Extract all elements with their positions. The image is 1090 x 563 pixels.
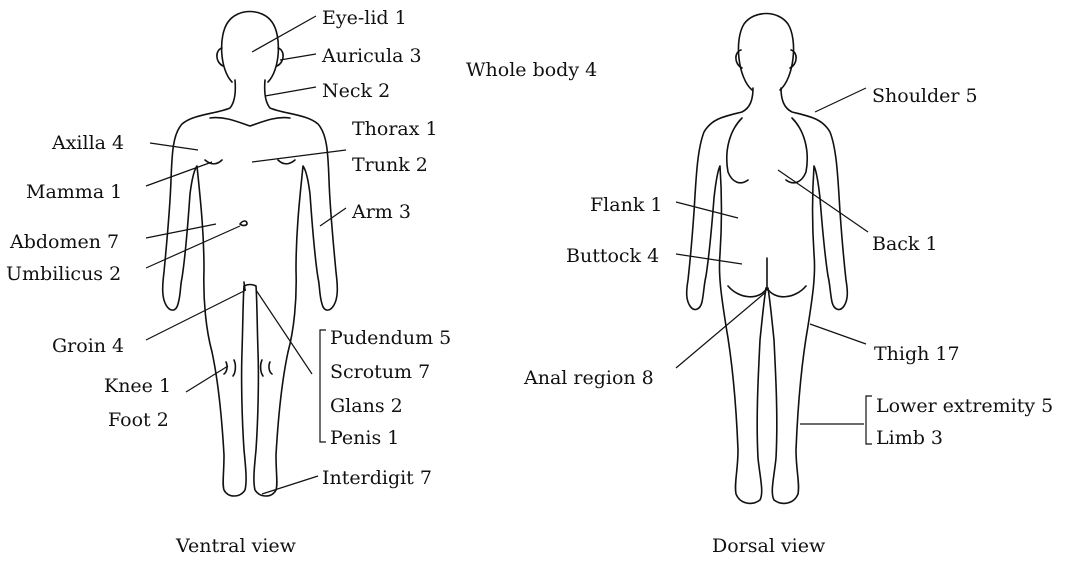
leader-groin <box>146 290 246 340</box>
label-limb: Limb 3 <box>876 427 943 449</box>
ventral-knee-right <box>261 360 272 376</box>
ventral-nipple-right <box>278 160 295 164</box>
leader-lines <box>146 16 872 494</box>
label-arm: Arm 3 <box>351 201 411 223</box>
label-foot: Foot 2 <box>108 409 169 431</box>
dorsal-scapula-right <box>786 118 807 183</box>
ventral-head-outline <box>222 12 279 83</box>
label-knee: Knee 1 <box>104 375 171 397</box>
ventral-body-right-outline <box>244 80 337 496</box>
leader-umbilicus <box>146 226 240 268</box>
leader-genitals <box>256 290 312 374</box>
label-auricula: Auricula 3 <box>321 45 422 67</box>
bracket-genitals <box>320 330 326 442</box>
ventral-clavicle-line <box>210 118 290 126</box>
leader-eyelid <box>252 16 316 52</box>
label-mamma: Mamma 1 <box>26 181 122 203</box>
label-umbilicus: Umbilicus 2 <box>6 263 121 285</box>
label-groin: Groin 4 <box>52 335 124 357</box>
leader-shoulder <box>815 88 866 112</box>
leader-knee-foot <box>186 366 228 392</box>
leader-thorax <box>252 150 346 162</box>
leader-back <box>778 170 868 232</box>
dorsal-head-outline <box>738 14 793 91</box>
label-thigh: Thigh 17 <box>874 343 960 365</box>
leader-thigh <box>810 324 866 344</box>
label-back: Back 1 <box>872 233 938 255</box>
dorsal-scapula-left <box>727 118 748 183</box>
caption-ventral-view: Ventral view <box>175 535 297 557</box>
dorsal-figure <box>687 14 848 504</box>
label-pudendum: Pudendum 5 <box>330 327 451 349</box>
leader-flank <box>676 202 738 218</box>
dorsal-body-left-outline <box>687 88 766 503</box>
label-trunk: Trunk 2 <box>352 154 428 176</box>
leader-neck <box>265 87 316 96</box>
label-shoulder: Shoulder 5 <box>872 85 978 107</box>
leader-auricula <box>280 54 316 60</box>
label-glans: Glans 2 <box>330 395 403 417</box>
leader-anal-region <box>676 292 766 368</box>
leader-arm <box>320 208 346 226</box>
ventral-navel <box>240 221 247 226</box>
label-anal-region: Anal region 8 <box>523 367 654 389</box>
leader-interdigit <box>262 476 318 494</box>
label-eyelid: Eye-lid 1 <box>322 7 407 29</box>
label-lower-extremity: Lower extremity 5 <box>876 395 1053 417</box>
leader-mamma <box>146 162 212 186</box>
label-neck: Neck 2 <box>322 80 390 102</box>
caption-dorsal-view: Dorsal view <box>712 535 826 557</box>
label-abdomen: Abdomen 7 <box>9 231 119 253</box>
label-scrotum: Scrotum 7 <box>330 361 430 383</box>
label-axilla: Axilla 4 <box>51 132 124 154</box>
ventral-groin-line <box>244 282 245 290</box>
label-penis: Penis 1 <box>330 427 399 449</box>
bracket-lower-extremity <box>866 396 872 444</box>
label-thorax: Thorax 1 <box>352 118 438 140</box>
label-interdigit: Interdigit 7 <box>322 467 432 489</box>
ventral-figure <box>163 12 338 497</box>
label-whole-body: Whole body 4 <box>466 59 597 81</box>
ventral-body-left-outline <box>163 80 246 496</box>
label-buttock: Buttock 4 <box>566 245 659 267</box>
leader-abdomen <box>146 224 216 238</box>
label-flank: Flank 1 <box>590 194 662 216</box>
